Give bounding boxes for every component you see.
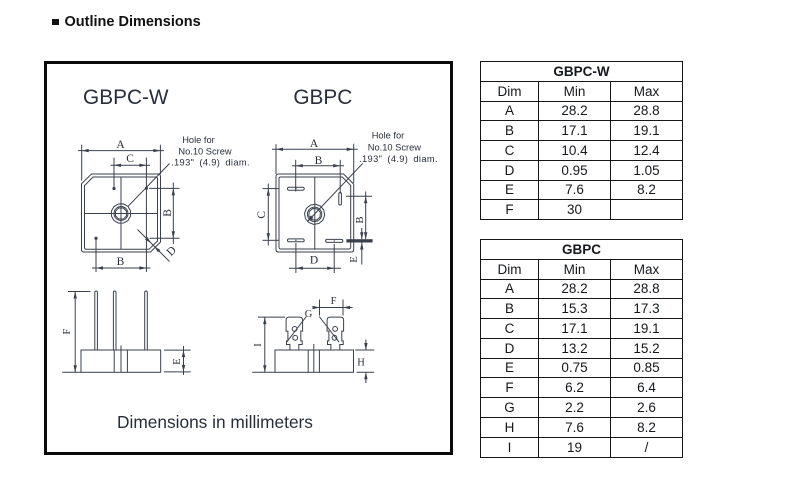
- svg-text:Hole for: Hole for: [372, 131, 405, 141]
- svg-text:E: E: [349, 256, 360, 262]
- svg-text:D: D: [310, 255, 318, 267]
- svg-text:H: H: [357, 357, 365, 368]
- svg-text:GBPC-W: GBPC-W: [83, 86, 169, 109]
- svg-text:B: B: [315, 155, 323, 167]
- svg-text:F: F: [62, 329, 73, 335]
- svg-text:No.10 Screw: No.10 Screw: [368, 142, 422, 152]
- svg-text:C: C: [126, 153, 134, 165]
- svg-text:Hole for: Hole for: [182, 135, 215, 145]
- svg-text:G: G: [305, 309, 313, 320]
- svg-text:.193" (4.9) diam.: .193" (4.9) diam.: [171, 157, 250, 167]
- svg-text:D: D: [165, 244, 179, 258]
- svg-text:Dimensions in millimeters: Dimensions in millimeters: [117, 412, 313, 432]
- svg-text:No.10 Screw: No.10 Screw: [178, 146, 232, 156]
- svg-text:B: B: [117, 256, 125, 268]
- svg-text:E: E: [172, 358, 183, 364]
- svg-text:B: B: [355, 216, 366, 223]
- svg-text:A: A: [116, 139, 125, 151]
- svg-text:C: C: [256, 211, 268, 219]
- svg-text:A: A: [310, 138, 319, 150]
- svg-text:I: I: [253, 343, 264, 347]
- svg-text:.193" (4.9) diam.: .193" (4.9) diam.: [359, 154, 438, 164]
- svg-text:GBPC: GBPC: [293, 86, 352, 109]
- svg-text:F: F: [331, 296, 337, 307]
- svg-text:B: B: [162, 209, 174, 217]
